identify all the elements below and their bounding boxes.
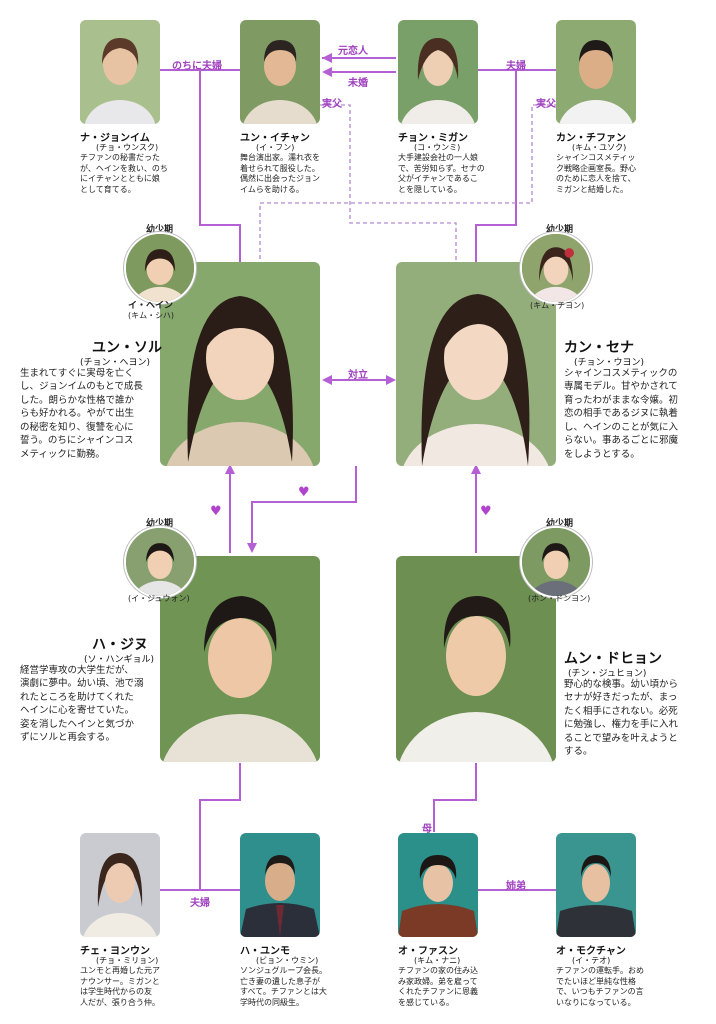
actor-name: (コ・ウンミ) xyxy=(414,143,461,152)
character-description: チファンの秘書だったが、ヘインを救い、のちにイチャンとともに娘として育てる。 xyxy=(80,153,168,194)
arrowhead-ex-lover xyxy=(322,53,332,63)
childhood-portrait-sol xyxy=(124,232,196,304)
actor-name: (キム・ユソク) xyxy=(572,143,627,152)
character-name: ハ・ジヌ xyxy=(92,637,148,653)
arrowhead-dohyeon-to-sena xyxy=(471,464,481,474)
childhood-label: 幼少期 xyxy=(546,225,574,235)
character-name: チョン・ミガン xyxy=(398,133,468,144)
heart-icon: ♥ xyxy=(210,504,222,519)
dashed-lines xyxy=(259,104,558,262)
character-description: 野心的な検事。幼い頃からセナが好きだったが、まったく相手にされない。必死に勉強し… xyxy=(564,679,679,758)
portrait-migan xyxy=(398,20,478,124)
actor-name: (チン・ジュヒョン) xyxy=(568,669,647,679)
character-description: シャインコスメティック戦略企画室長。野心のために恋人を捨て、ミガンと結婚した。 xyxy=(556,153,636,194)
childhood-label: 幼少期 xyxy=(546,519,574,529)
arrowhead-rival-right xyxy=(386,375,396,385)
character-description: 舞台演出家。濡れ衣を着せられて服役した。偶然に出会ったジョンイムらを助ける。 xyxy=(240,153,320,194)
line-real-father-sena xyxy=(320,104,457,262)
character-description: ユンモと再婚した元アナウンサー。ミガンとは学生時代からの友人だが、張り合う仲。 xyxy=(80,966,160,1007)
arrowhead-rival-left xyxy=(322,375,332,385)
label-later-couple: のちに夫婦 xyxy=(172,61,222,72)
character-description: 大手建設会社の一人娘で、苦労知らず。セナの父がイチャンであることを隠している。 xyxy=(398,153,485,194)
childhood-actor: (ホン・ドンヨン) xyxy=(528,594,591,603)
childhood-actor: (キム・チヨン) xyxy=(530,301,585,310)
childhood-actor: (キム・シハ) xyxy=(128,311,175,320)
actor-name: (イ・テオ) xyxy=(572,956,611,965)
childhood-actor: (イ・ジュウォン) xyxy=(128,594,190,603)
label-ex-lover: 元恋人 xyxy=(338,46,368,57)
line-parents-to-sol xyxy=(199,70,241,262)
portrait-ichan xyxy=(240,20,320,124)
character-description: チファンの運転手。おめでたいほど単純な性格で、いつもチファンの言いなりになってい… xyxy=(556,966,644,1007)
label-rival: 対立 xyxy=(348,370,368,381)
line-parents-to-sena xyxy=(475,70,517,262)
character-name: ハ・ユンモ xyxy=(240,946,290,957)
actor-name: (チョン・ウヨン) xyxy=(574,358,645,368)
portrait-sena xyxy=(396,262,556,466)
actor-name: (イ・フン) xyxy=(256,143,295,152)
label-siblings: 姉弟 xyxy=(506,881,526,892)
heart-icon: ♥ xyxy=(480,504,492,519)
actor-name: (チョ・ウンスク) xyxy=(96,143,159,152)
portrait-mokchan xyxy=(556,833,636,937)
actor-name: (ソ・ハンギョル) xyxy=(84,655,155,665)
actor-name: (ビョン・ウミン) xyxy=(256,956,319,965)
childhood-portrait-jinu xyxy=(124,526,196,598)
portrait-yunmo xyxy=(240,833,320,937)
character-description: 生まれてすぐに実母を亡くし、ジョンイムのもとで成長した。朗らかな性格で誰からも好… xyxy=(20,368,143,460)
portrait-hwasun xyxy=(398,833,478,937)
portrait-jinu xyxy=(160,556,320,762)
actor-name: (チョン・ヘヨン) xyxy=(80,358,151,368)
character-description: ソンジュグループ会長。亡き妻の遺した息子がすべて。チファンとは大学時代の同級生。 xyxy=(240,966,327,1007)
character-name: ムン・ドヒョン xyxy=(564,651,662,667)
childhood-portrait-sena xyxy=(520,232,592,304)
heart-icon: ♥ xyxy=(298,485,310,500)
character-description: 経営学専攻の大学生だが、演劇に夢中。幼い頃、池で溺れたところを助けてくれたヘイン… xyxy=(20,665,144,744)
line-jinu-to-father xyxy=(199,763,241,890)
character-name: オ・ファスン xyxy=(398,946,458,957)
line-dohyeon-to-mother xyxy=(433,763,477,832)
label-real-father-left: 実父 xyxy=(322,99,342,110)
childhood-label: 幼少期 xyxy=(146,225,174,235)
arrowhead-sena-to-jinu xyxy=(247,543,257,553)
portrait-jeongim xyxy=(80,20,160,124)
character-name: ユン・ソル xyxy=(92,340,162,356)
character-name: ユン・イチャン xyxy=(240,133,310,144)
portrait-sol xyxy=(160,262,320,466)
character-name: チェ・ヨンウン xyxy=(80,946,150,957)
solid-lines xyxy=(160,57,556,891)
portrait-chihwan xyxy=(556,20,636,124)
character-name: ナ・ジョンイム xyxy=(80,133,150,144)
label-real-father-right: 実父 xyxy=(536,99,556,110)
portrait-dohyeon xyxy=(396,556,556,762)
arrowhead-jinu-to-sol xyxy=(225,464,235,474)
portrait-yeongeun xyxy=(80,833,160,937)
line-real-father-sol xyxy=(259,104,558,262)
label-couple-top: 夫婦 xyxy=(506,61,526,72)
actor-name: (チョ・ミリョン) xyxy=(96,956,159,965)
childhood-name: イ・ヘイン xyxy=(128,301,174,311)
character-description: チファンの家の住み込み家政婦。弟を雇ってくれたチファンに恩義を感じている。 xyxy=(398,966,478,1007)
label-mother: 母 xyxy=(422,824,432,835)
character-name: カン・セナ xyxy=(564,340,634,356)
label-unmarried: 未婚 xyxy=(348,78,368,89)
character-name: オ・モクチャン xyxy=(556,946,626,957)
childhood-label: 幼少期 xyxy=(146,519,174,529)
character-name: カン・チファン xyxy=(556,133,626,144)
arrow-heads xyxy=(225,53,481,553)
arrowhead-unmarried xyxy=(322,67,332,77)
childhood-portrait-dohyeon xyxy=(520,526,592,598)
actor-name: (キム・ナニ) xyxy=(414,956,461,965)
label-couple-bottom: 夫婦 xyxy=(190,898,210,909)
character-description: シャインコスメティックの専属モデル。甘やかされて育ったわがままな令嬢。初恋の相手… xyxy=(564,368,679,460)
line-sena-to-jinu xyxy=(251,466,357,544)
